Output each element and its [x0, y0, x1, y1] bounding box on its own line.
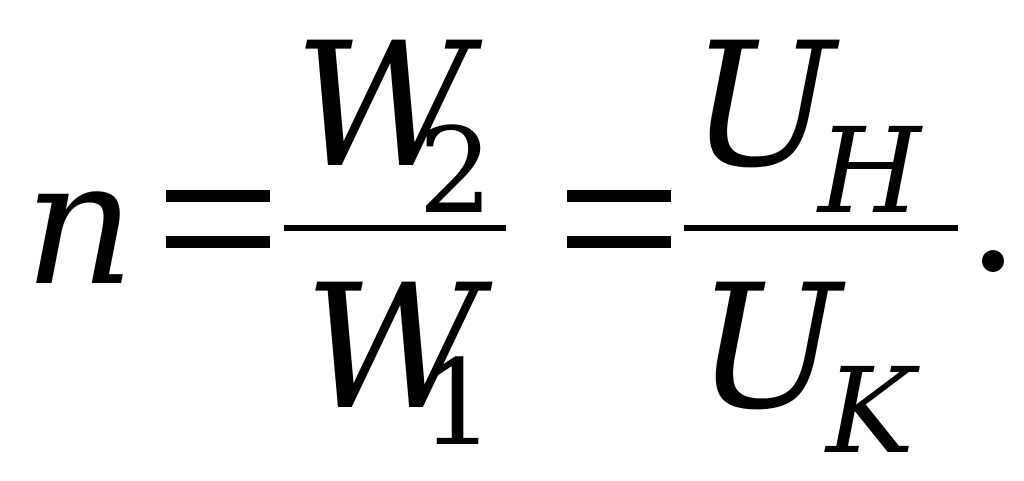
variable-n: n: [24, 123, 135, 324]
fraction-bar-1: [284, 225, 506, 231]
numerator-w-symbol: W: [294, 5, 471, 206]
numerator-u-symbol: U: [690, 5, 835, 206]
fraction-bar-2: [684, 225, 958, 231]
numerator-subscript-h: H: [818, 102, 921, 240]
numerator-subscript-2: 2: [418, 102, 494, 240]
denominator-u-symbol: U: [696, 247, 841, 448]
denominator-subscript-k: K: [826, 342, 915, 480]
denominator-w-symbol: W: [304, 247, 481, 448]
denominator-subscript-1: 1: [420, 334, 496, 472]
